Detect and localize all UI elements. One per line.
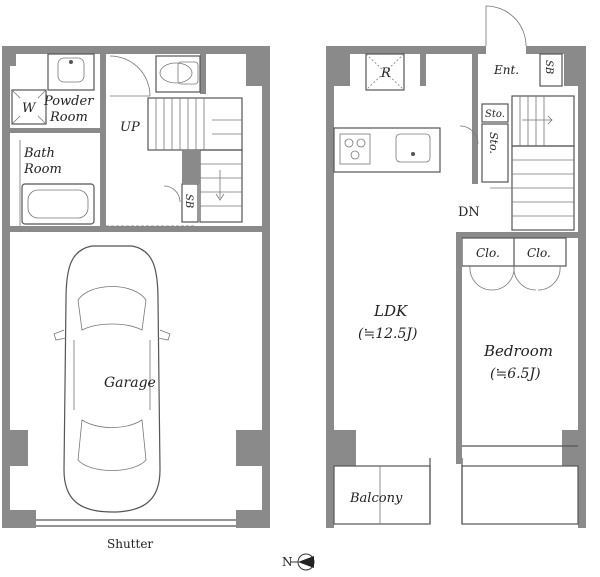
kitchen-sink (395, 133, 431, 163)
gf-left-wall (2, 46, 10, 528)
washer-box (11, 89, 47, 125)
stairs-up-label: UP (120, 120, 140, 135)
refrigerator-diag-1 (365, 53, 405, 91)
washer-label: W (22, 101, 37, 116)
shutter-label: Shutter (107, 537, 153, 551)
gf-toilet-wall (200, 54, 206, 94)
closet-door-swings-2 (513, 265, 561, 291)
refrigerator-box (365, 53, 405, 91)
bedroom-label: Bedroom (483, 342, 553, 360)
uf-entrance-wall (472, 54, 478, 184)
uf-left-wall (326, 46, 334, 528)
refrigerator-diag-2 (365, 53, 405, 91)
storage-door-swing (459, 125, 479, 145)
bath-room-label-1: Bath (23, 146, 55, 161)
bathtub (21, 183, 95, 225)
entrance-door-swing (485, 5, 527, 47)
compass-north-label: N (282, 555, 293, 569)
gf-stair-arrow (215, 170, 225, 201)
uf-right-wall (578, 46, 586, 528)
kitchen-counter (333, 127, 441, 173)
uf-stair-arrow (522, 115, 553, 125)
bedroom-size-label: (≒6.5J) (490, 366, 541, 382)
stove-top (339, 133, 371, 165)
ground-floor-plan: Powder Room W Bath Room UP SB Garage Shu… (2, 46, 270, 551)
toilet-room (155, 55, 201, 93)
uf-balcony-wall (326, 458, 334, 528)
gf-bath-wall (10, 128, 100, 133)
entrance-label: Ent. (493, 63, 519, 77)
compass-arrow-icon (298, 556, 314, 568)
closet-2-label: Clo. (527, 246, 551, 260)
bathtub-inner (27, 189, 89, 219)
uf-top-wall-left (326, 46, 486, 54)
gf-corner-tr (246, 46, 270, 86)
burner-3 (350, 150, 360, 160)
refrigerator-label: R (380, 66, 391, 81)
gf-stairs-upper (147, 97, 243, 151)
powder-sink-basin (57, 57, 85, 83)
ldk-size-label: (≒12.5J) (358, 326, 417, 342)
toilet-bowl (159, 62, 193, 84)
burner-1 (344, 138, 354, 148)
powder-sink (47, 53, 95, 91)
closet-door-swings-1 (469, 265, 515, 291)
powder-room-label-2: Room (49, 110, 88, 125)
gf-divider-wall (100, 54, 106, 226)
toilet-tank (177, 61, 199, 85)
gf-pillar-left (2, 430, 28, 466)
powder-sink-tap (69, 60, 73, 64)
gf-stairs-lower (199, 149, 243, 223)
burner-2 (356, 138, 366, 148)
ldk-label: LDK (373, 302, 408, 320)
storage-1-label: Sto. (485, 109, 505, 120)
uf-shoe-box-label: SB (543, 60, 554, 74)
gf-shoe-box-door (163, 185, 181, 203)
storage-1 (481, 103, 509, 123)
closet-1-label: Clo. (476, 246, 500, 260)
toilet-door-swing (109, 55, 151, 97)
gf-garage-wall (10, 226, 262, 232)
balcony-label: Balcony (349, 491, 403, 506)
upper-floor-plan: R Ent. SB Sto. Sto. DN Clo. Clo. LDK (≒1… (326, 5, 586, 528)
gf-bottom-right (236, 510, 270, 528)
uf-stairs-upper (511, 95, 575, 147)
bath-room-label-2: Room (23, 162, 62, 177)
uf-pillar-right (562, 430, 586, 466)
garage-label: Garage (104, 375, 156, 391)
gf-top-wall (2, 46, 270, 54)
storage-2-label: Sto. (487, 132, 500, 154)
uf-bedroom-wall (456, 238, 462, 464)
uf-closet-top-wall (456, 232, 578, 238)
powder-room-label-1: Powder (43, 94, 94, 109)
uf-kitchen-wall (420, 54, 426, 86)
gf-bottom-left (2, 510, 36, 528)
car-outline (53, 245, 171, 513)
gf-right-wall (262, 46, 270, 528)
uf-shoe-box (539, 53, 563, 87)
stairs-down-label: DN (458, 205, 480, 220)
kitchen-sink-drain (411, 152, 415, 156)
uf-corner-tr (564, 46, 586, 86)
gf-shoe-box-label: SB (183, 194, 194, 208)
compass: N (282, 553, 315, 571)
gf-shoe-box-wall (182, 150, 200, 184)
gf-pillar-right (236, 430, 270, 466)
storage-2 (481, 123, 509, 183)
uf-top-wall-right (526, 46, 586, 54)
uf-stairs (490, 95, 575, 231)
bedroom-balcony (461, 465, 579, 525)
washer-label-bg (20, 98, 38, 116)
